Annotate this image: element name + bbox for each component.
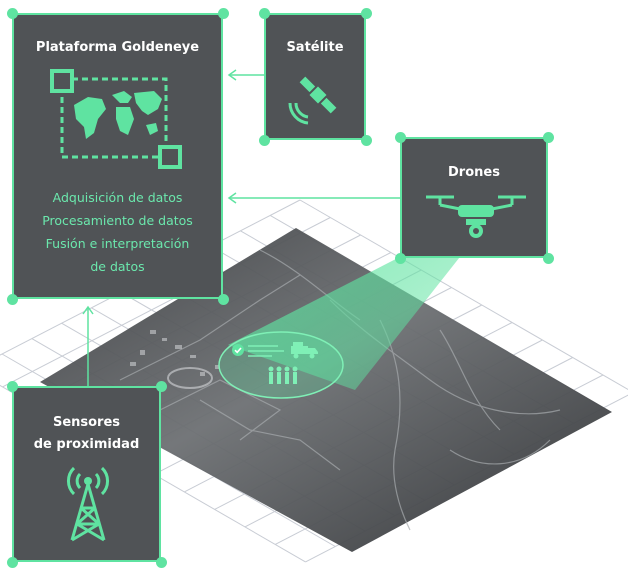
platform-title: Plataforma Goldeneye	[35, 40, 200, 55]
corner-dot	[156, 381, 167, 392]
detection-zone	[218, 331, 344, 399]
arrows	[82, 69, 400, 386]
drones-box: Drones	[400, 137, 548, 258]
check-icon	[232, 344, 244, 356]
antenna-tower-icon	[67, 466, 109, 542]
satellite-box: Satélite	[264, 13, 366, 140]
platform-item: Procesamiento de datos	[42, 213, 193, 228]
corner-dot	[218, 294, 229, 305]
detection-text-lines	[248, 345, 284, 357]
corner-dot	[395, 132, 406, 143]
platform-item: de datos	[90, 259, 145, 274]
platform-item: Fusión e interpretación	[45, 236, 190, 251]
corner-dot	[156, 557, 167, 568]
drone-icon	[426, 195, 526, 238]
corner-dot	[259, 135, 270, 146]
sensors-title: Sensores de proximidad	[14, 412, 159, 456]
corner-dot	[7, 557, 18, 568]
truck-icon	[291, 342, 318, 359]
grid-line	[299, 199, 628, 391]
corner-dot	[7, 294, 18, 305]
sensors-box: Sensores de proximidad	[12, 386, 161, 562]
corner-dot	[361, 8, 372, 19]
corner-dot	[361, 135, 372, 146]
world-map-icon	[50, 69, 182, 169]
corner-dot	[218, 8, 229, 19]
drones-title: Drones	[448, 165, 500, 180]
drone-beam	[228, 222, 478, 390]
satellite-title: Satélite	[286, 40, 344, 55]
satellite-icon	[288, 76, 337, 125]
corner-dot	[543, 132, 554, 143]
platform-box: Plataforma Goldeneye Adquisición de dato…	[12, 13, 223, 299]
corner-dot	[259, 8, 270, 19]
corner-dot	[7, 381, 18, 392]
terrain-city	[130, 330, 219, 376]
stadium	[167, 367, 213, 389]
corner-dot	[7, 8, 18, 19]
sensors-title-line: Sensores	[52, 415, 121, 430]
platform-item: Adquisición de datos	[52, 190, 183, 205]
corner-dot	[543, 253, 554, 264]
people-icon	[268, 366, 298, 384]
terrain-image	[40, 228, 612, 552]
platform-items: Adquisición de datos Procesamiento de da…	[14, 186, 221, 278]
corner-dot	[395, 253, 406, 264]
sensors-title-line: de proximidad	[33, 437, 140, 452]
